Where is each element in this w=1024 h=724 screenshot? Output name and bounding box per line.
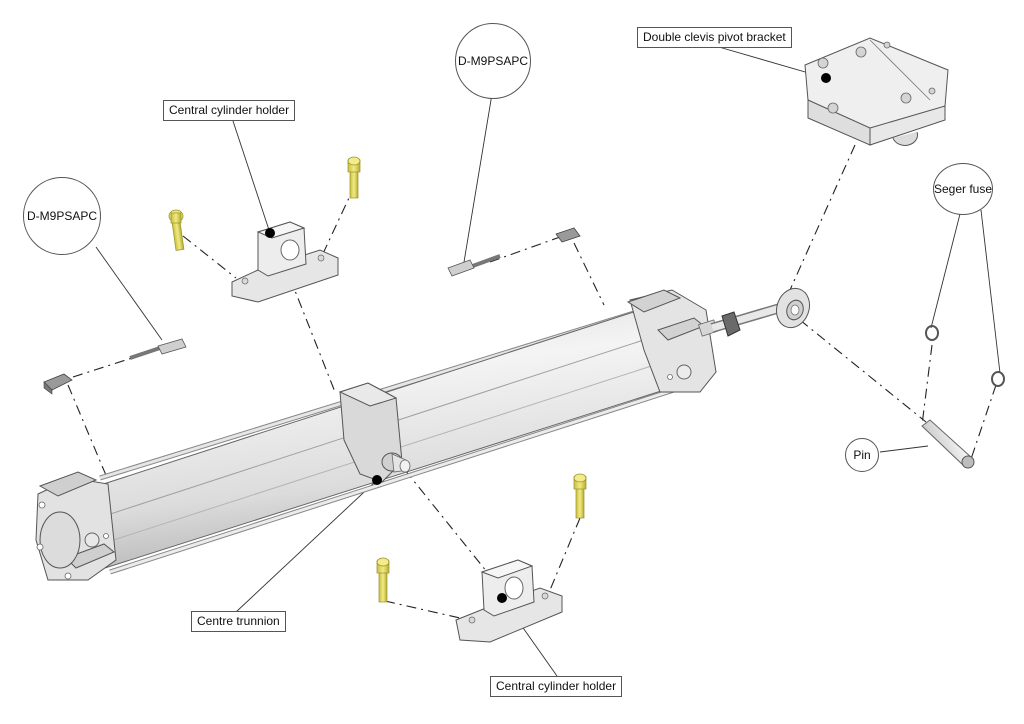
leader-line [879, 445, 929, 453]
assembly-line [67, 384, 109, 481]
label-central-cylinder-holder-top: Central cylinder holder [163, 100, 296, 121]
screw [168, 209, 185, 251]
assembly-lines [67, 144, 997, 619]
label-double-clevis-pivot-bracket: Double clevis pivot bracket [637, 27, 792, 48]
label-seger-fuse: Seger fuse [933, 163, 993, 215]
leader-line [231, 117, 271, 234]
assembly-line [969, 384, 997, 463]
callout-dot [821, 73, 831, 83]
sensor-center [447, 227, 581, 277]
label-sensor-center: D-M9PSAPC [455, 23, 531, 99]
callout-dot [372, 475, 382, 485]
callout-dot [497, 593, 507, 603]
centre-trunnion [338, 382, 411, 483]
label-sensor-left: D-M9PSAPC [23, 177, 101, 255]
assembly-line [404, 469, 488, 573]
assembly-line [921, 344, 933, 426]
callout-dots [265, 73, 831, 603]
leader-line [980, 209, 1001, 374]
central-cylinder-holder-top [231, 221, 339, 303]
sensor-left [43, 338, 187, 395]
screw [573, 473, 587, 519]
label-pin: Pin [845, 438, 879, 472]
leader-line [463, 93, 493, 263]
assembly-line [289, 277, 336, 393]
assembly-line [549, 517, 581, 591]
central-cylinder-holder-bottom [455, 559, 563, 643]
screw [347, 156, 361, 199]
label-centre-trunnion: Centre trunnion [191, 611, 286, 632]
assembly-line [799, 319, 927, 423]
assembly-line [789, 144, 856, 291]
assembly-line [319, 184, 356, 261]
leader-line [235, 479, 378, 613]
callout-dot [265, 228, 275, 238]
leader-line [930, 209, 962, 329]
assembly-line [182, 235, 237, 279]
rear-end-cap [35, 471, 117, 581]
rod-eye [710, 287, 811, 337]
front-end-cap [626, 289, 718, 393]
screw [376, 557, 390, 603]
pin-part [921, 419, 975, 469]
assembly-line [384, 600, 461, 619]
leader-line [95, 246, 163, 341]
seger-fuse-ring [991, 371, 1005, 387]
assembly-line [489, 236, 561, 263]
label-central-cylinder-holder-bottom: Central cylinder holder [490, 676, 623, 697]
seger-fuse-ring [925, 325, 939, 341]
double-clevis-bracket [804, 37, 949, 146]
assembly-line [72, 357, 133, 378]
assembly-line [573, 242, 605, 306]
